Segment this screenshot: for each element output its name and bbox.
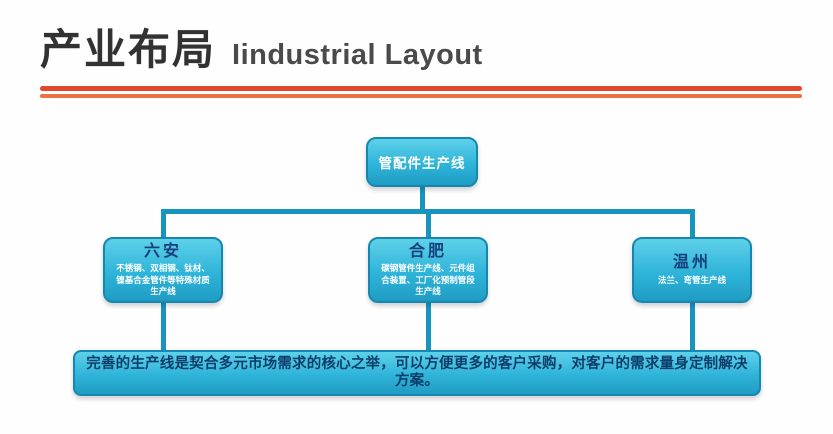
branch-node-hefei: 合肥 碳钢管件生产线、元件组合装置、工厂化预制管段生产线 (368, 237, 488, 303)
connector-branch2-stub (426, 209, 431, 239)
branch-node-luan: 六安 不锈钢、双相钢、钛材、镍基合金管件等特殊材质生产线 (103, 237, 223, 303)
branch-desc: 不锈钢、双相钢、钛材、镍基合金管件等特殊材质生产线 (116, 263, 210, 297)
root-node: 管配件生产线 (366, 137, 478, 187)
header: 产业布局 Iindustrial Layout (40, 16, 483, 77)
branch-desc: 法兰、弯管生产线 (657, 274, 726, 285)
accent-rule-bottom (40, 94, 802, 98)
branch-name: 温州 (672, 253, 711, 271)
branch-desc: 碳钢管件生产线、元件组合装置、工厂化预制管段生产线 (381, 263, 475, 297)
page-title-en: Iindustrial Layout (232, 39, 483, 71)
connector-branch3-stub (690, 209, 695, 239)
branch-node-wenzhou: 温州 法兰、弯管生产线 (632, 237, 752, 303)
summary-bar: 完善的生产线是契合多元市场需求的核心之举，可以方便更多的客户采购，对客户的需求量… (73, 350, 761, 396)
page-title: 产业布局 (40, 26, 217, 73)
root-node-label: 管配件生产线 (378, 156, 466, 171)
connector-root-vertical (420, 186, 425, 213)
summary-text: 完善的生产线是契合多元市场需求的核心之举，可以方便更多的客户采购，对客户的需求量… (86, 355, 748, 389)
connector-branch1-stub (161, 209, 166, 239)
branch-name: 六安 (143, 242, 182, 260)
connector-branch3-down (690, 300, 695, 352)
branch-name: 合肥 (408, 242, 447, 260)
connector-branch1-down (161, 300, 166, 352)
accent-rule (40, 86, 802, 98)
connector-branch2-down (426, 300, 431, 352)
accent-rule-top (40, 86, 802, 91)
